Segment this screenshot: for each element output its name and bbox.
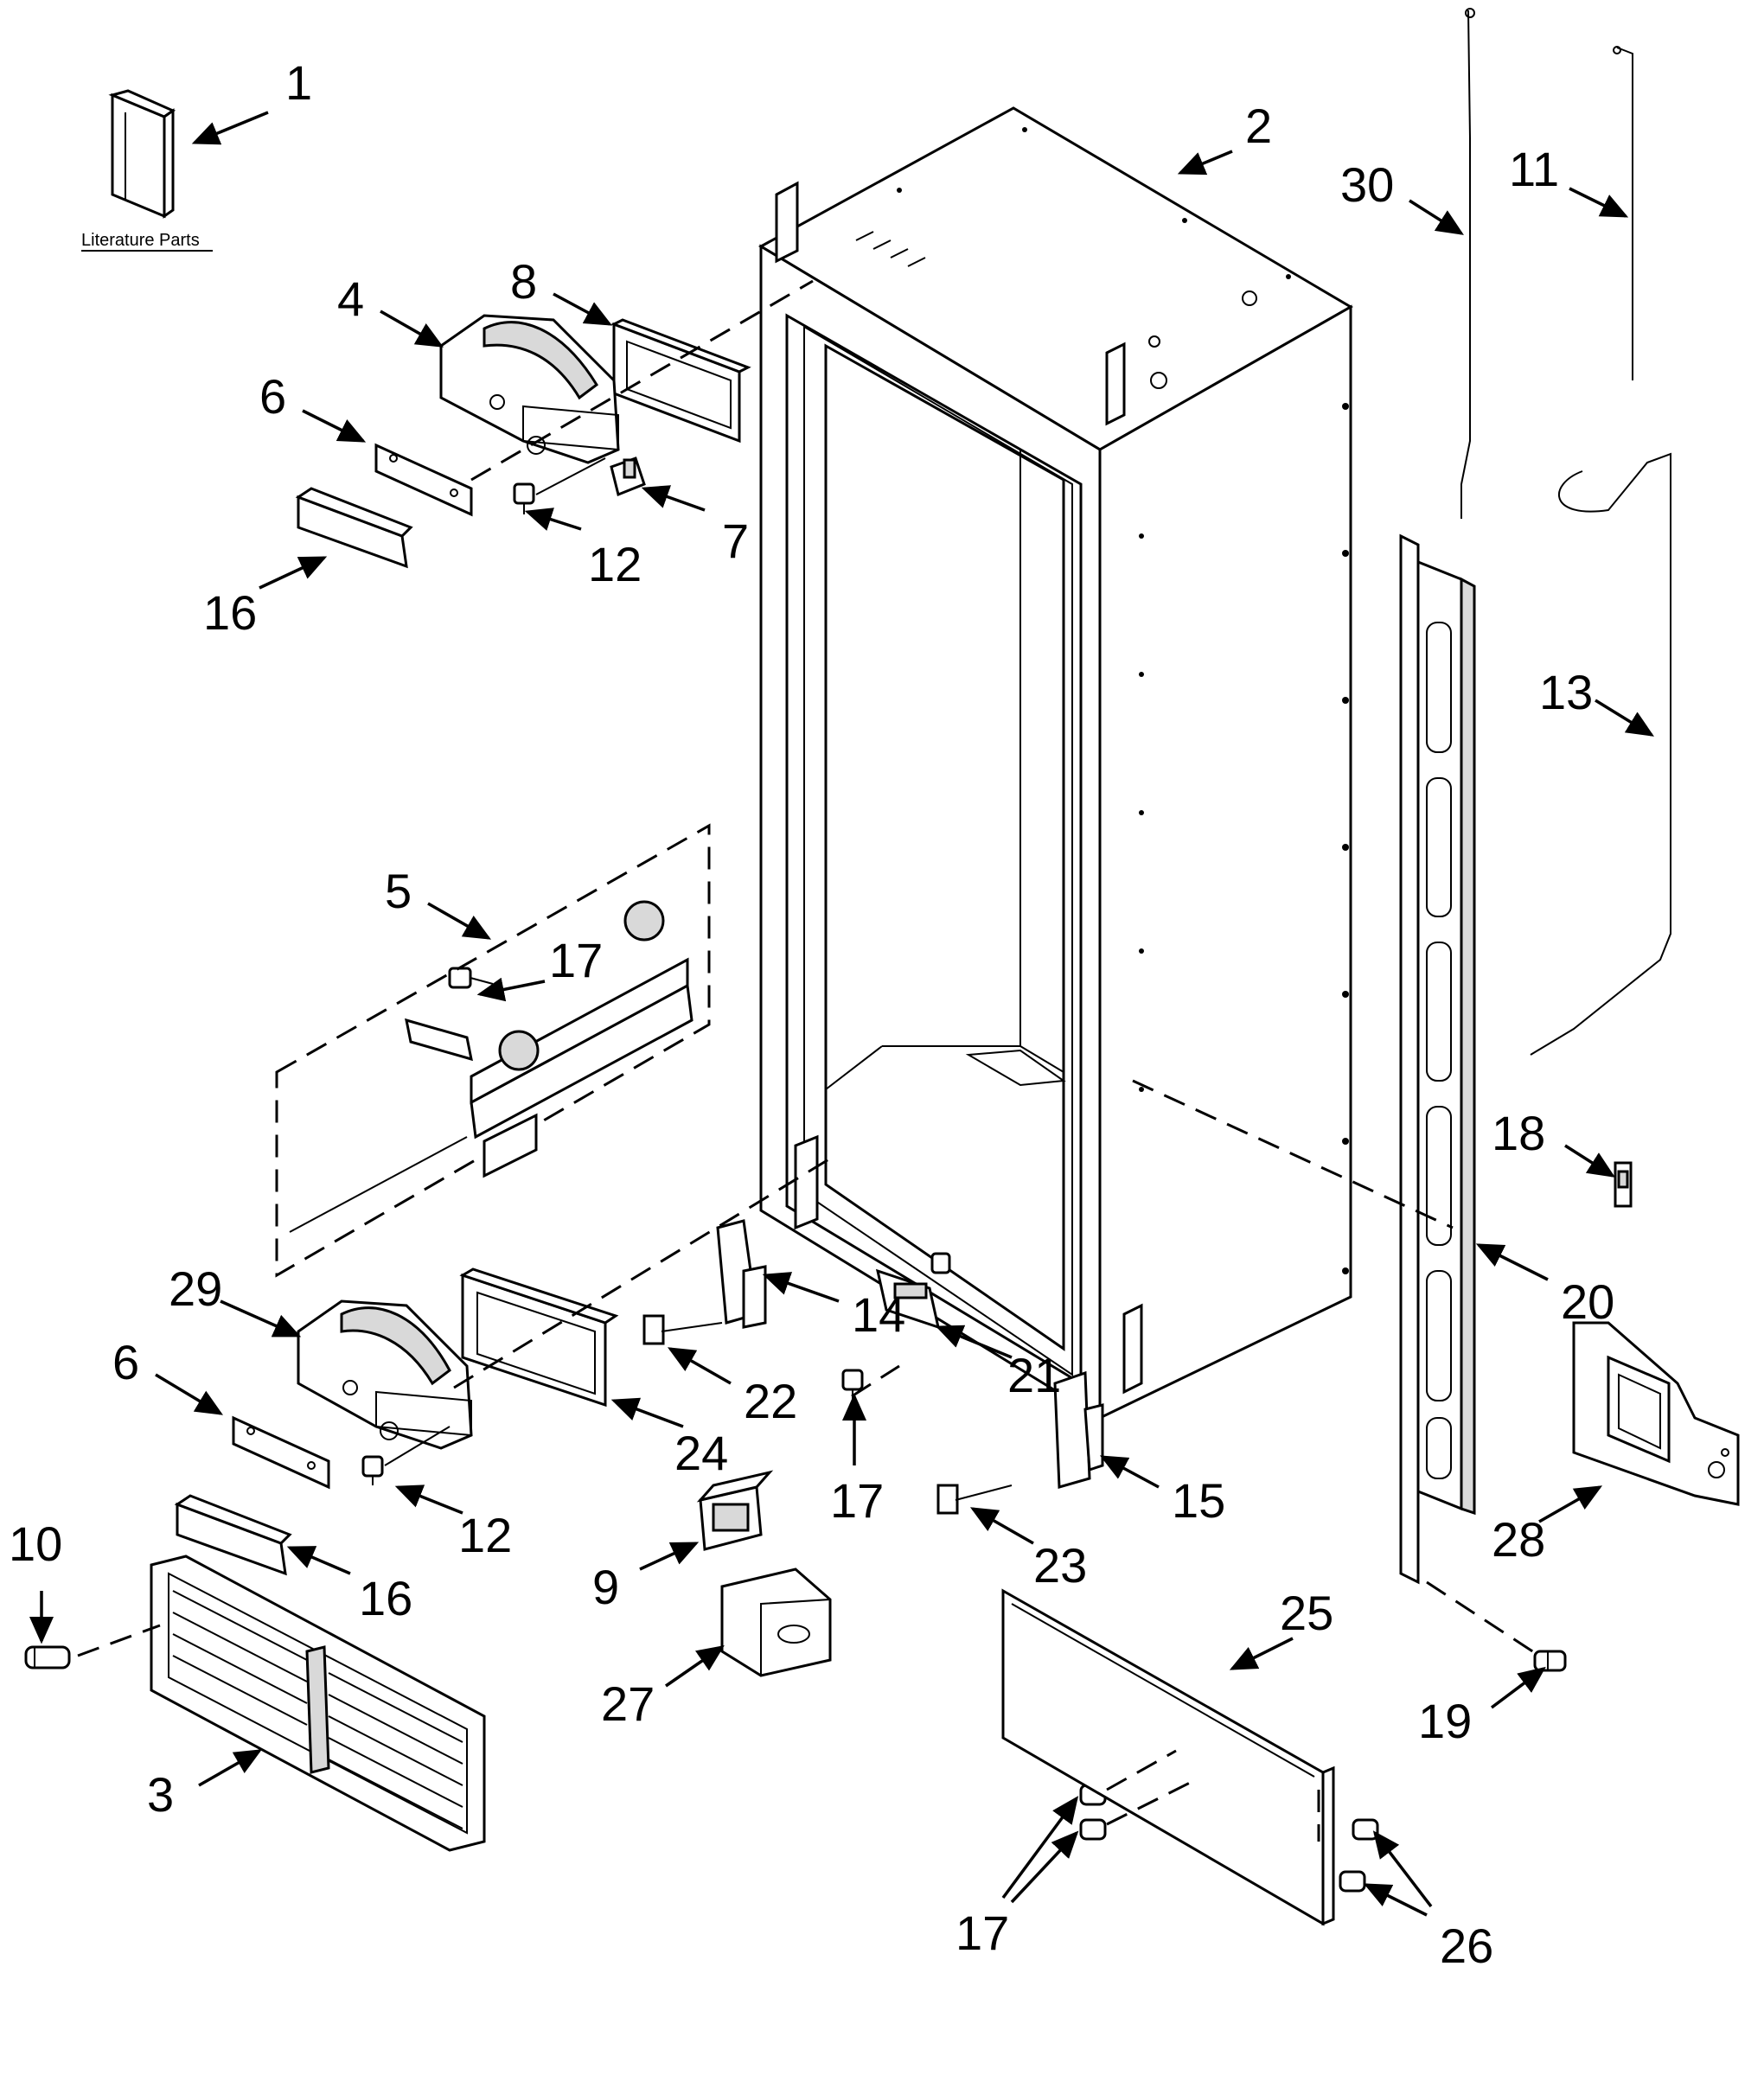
callout-17-b: 17 [830, 1473, 884, 1528]
callout-12-upper: 12 [588, 537, 642, 591]
tube-11-part [1613, 46, 1633, 380]
bracket-14-part [716, 1219, 767, 1329]
callout-11: 11 [1509, 142, 1559, 196]
callout-21: 21 [1007, 1348, 1061, 1402]
assembly-lines [77, 279, 1540, 1842]
callout-24: 24 [674, 1426, 728, 1480]
callout-15: 15 [1172, 1473, 1225, 1528]
cabinet-part [757, 106, 1353, 1421]
callout-8: 8 [510, 254, 537, 309]
callout-5: 5 [385, 864, 412, 918]
callout-23: 23 [1033, 1538, 1087, 1593]
callout-3: 3 [147, 1767, 174, 1822]
tube-13-part [1530, 452, 1671, 1056]
callout-labels: 1 2 30 11 8 4 6 7 12 16 13 5 17 18 20 29… [9, 55, 1614, 1973]
callout-9: 9 [592, 1560, 619, 1614]
callout-27: 27 [601, 1676, 655, 1731]
callout-17-a: 17 [549, 933, 603, 987]
callout-12-lower: 12 [458, 1508, 512, 1562]
hinge-assembly-29-part [297, 1299, 473, 1450]
pin-22-part [642, 1314, 723, 1345]
screw-17-a-part [448, 967, 494, 989]
callout-26: 26 [1440, 1919, 1493, 1973]
screw-12-lower-part [361, 1455, 384, 1485]
bracket-15-part [1053, 1370, 1104, 1489]
switch-9-part [696, 1470, 774, 1551]
callout-20: 20 [1561, 1274, 1614, 1329]
screw-12-upper-part [513, 482, 535, 514]
literature-parts-caption: Literature Parts [81, 231, 200, 250]
callout-arrows [29, 111, 1654, 1917]
callout-25: 25 [1280, 1586, 1333, 1640]
callout-22: 22 [744, 1374, 797, 1428]
tube-30-part [1460, 8, 1475, 519]
hinge-bracket-28-part [1572, 1321, 1740, 1506]
callout-16-upper: 16 [203, 585, 257, 640]
side-rail-part [1399, 533, 1476, 1585]
part-18 [1614, 1161, 1633, 1208]
callout-28: 28 [1492, 1512, 1545, 1567]
hinge-plate-6-upper-part [374, 443, 473, 517]
callout-6-upper: 6 [259, 369, 286, 424]
callout-10: 10 [9, 1516, 62, 1571]
screws-17-c-part [1079, 1784, 1107, 1841]
callout-1: 1 [285, 55, 312, 110]
screw-19-part [1533, 1650, 1567, 1672]
callout-19: 19 [1418, 1694, 1472, 1748]
callout-2: 2 [1245, 99, 1272, 153]
box-27-part [720, 1567, 832, 1677]
callout-4: 4 [337, 271, 364, 326]
part-7 [610, 456, 646, 497]
pin-23-part [936, 1484, 1013, 1515]
hinge-assembly-4-part [439, 314, 620, 464]
callout-14: 14 [852, 1287, 905, 1342]
callout-7: 7 [722, 514, 749, 568]
grille-3-part [150, 1555, 486, 1852]
callout-29: 29 [169, 1261, 222, 1316]
kick-plate-25-part [1001, 1588, 1335, 1926]
trim-frame-8-part [610, 318, 751, 444]
hinge-kit-5-part [275, 823, 711, 1278]
screw-10-part [24, 1645, 71, 1670]
callout-17-c: 17 [956, 1906, 1009, 1960]
callout-16-lower: 16 [359, 1571, 412, 1625]
hinge-plate-6-lower-part [232, 1415, 330, 1490]
callout-30: 30 [1340, 157, 1394, 212]
callout-13: 13 [1539, 665, 1593, 719]
screw-17-b-part [841, 1369, 864, 1399]
trim-frame-24-part [459, 1267, 619, 1408]
callout-18: 18 [1492, 1106, 1545, 1160]
handle-16-lower-part [174, 1494, 292, 1576]
callout-6-lower: 6 [112, 1335, 139, 1389]
screws-26-part [1339, 1818, 1379, 1893]
literature-parts-part: Literature Parts [81, 89, 213, 252]
handle-16-upper-part [295, 487, 413, 569]
